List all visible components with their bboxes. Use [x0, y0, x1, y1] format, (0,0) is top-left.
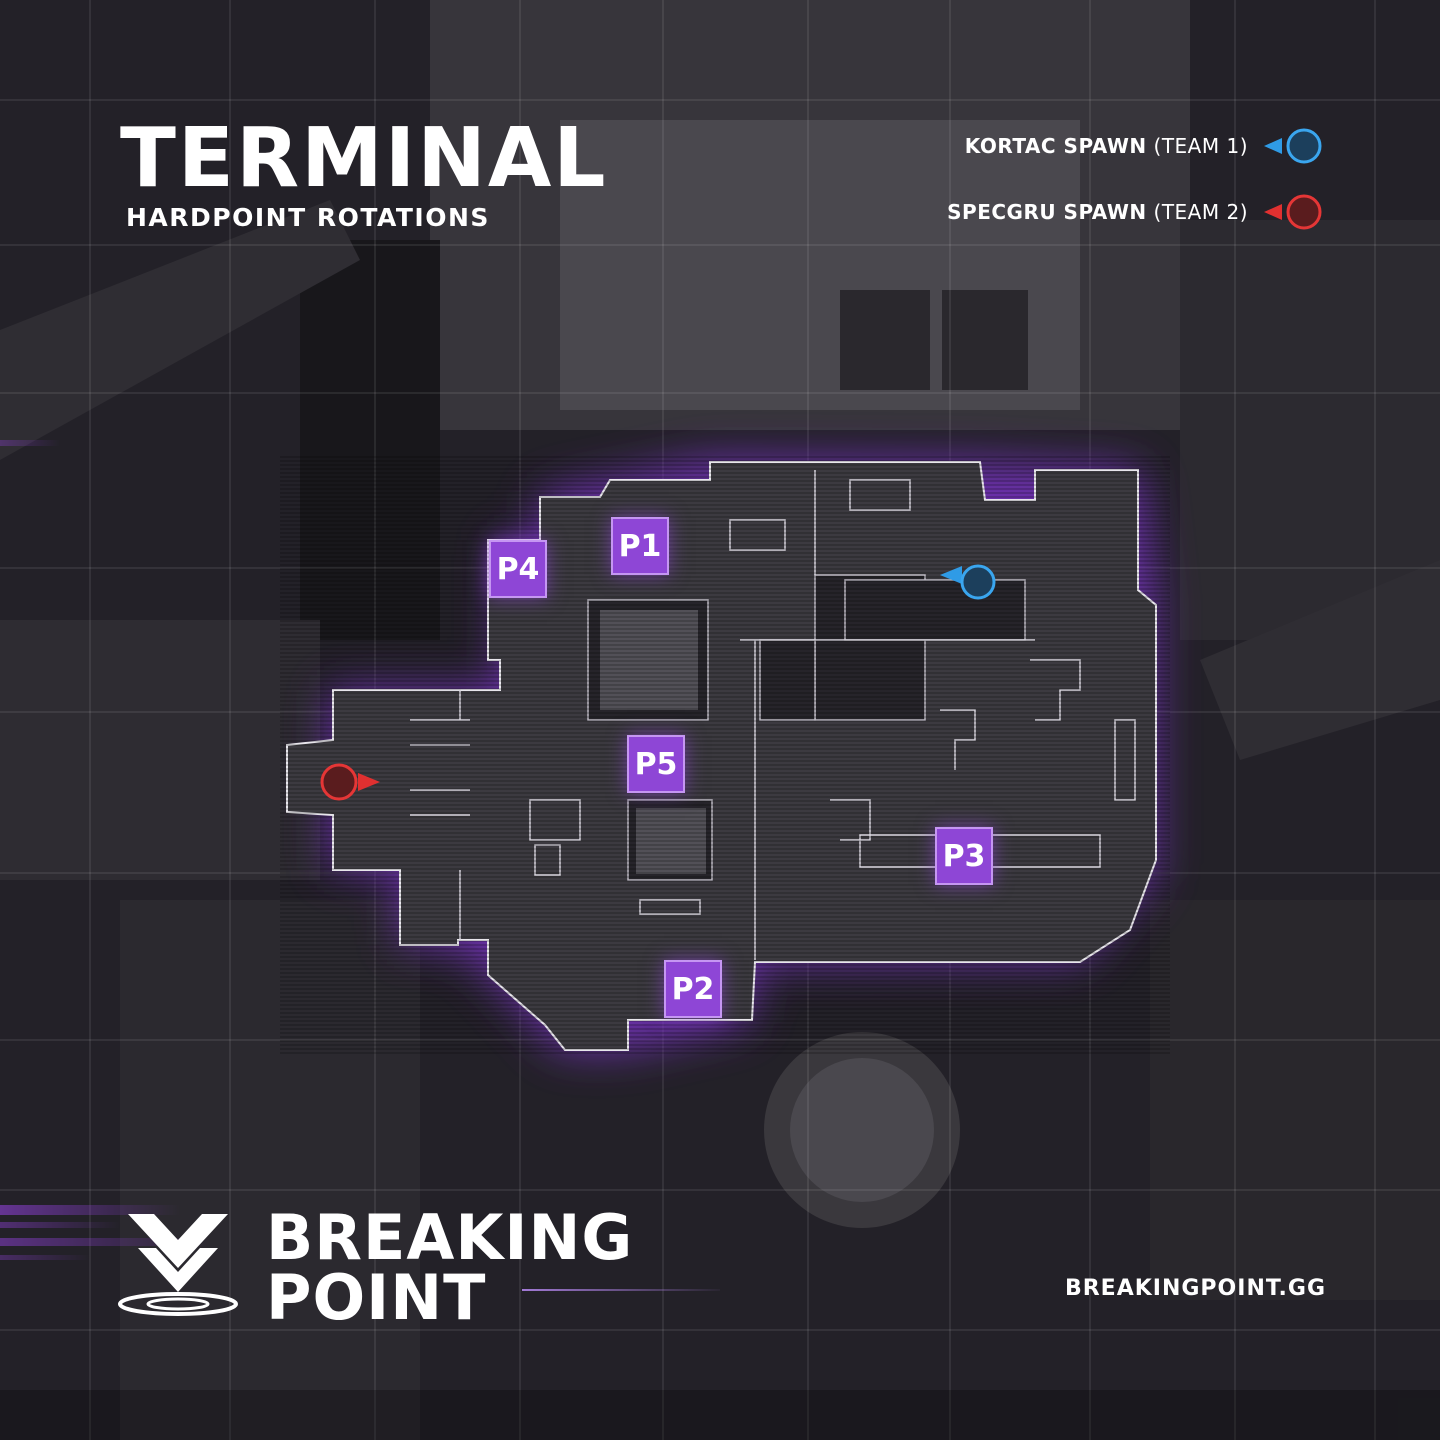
- hardpoint-p1-label: P1: [611, 517, 669, 575]
- hardpoint-p2-label: P2: [664, 960, 722, 1018]
- specgru-spawn-marker-icon: [320, 763, 380, 801]
- brand-wordmark: BREAKING POINT: [266, 1201, 634, 1334]
- brand-line1: BREAKING: [266, 1201, 634, 1274]
- hardpoint-p5-label: P5: [627, 735, 685, 793]
- red-spawn-marker-icon: [1264, 194, 1322, 230]
- legend-specgru-team: (TEAM 2): [1153, 200, 1248, 224]
- kortac-spawn-marker-icon: [940, 564, 996, 600]
- map-subtitle: HARDPOINT ROTATIONS: [126, 203, 490, 232]
- legend-specgru: SPECGRU SPAWN (TEAM 2): [947, 192, 1326, 232]
- legend-kortac-team: (TEAM 1): [1153, 134, 1248, 158]
- blue-spawn-marker-icon: [1264, 128, 1322, 164]
- website-link[interactable]: BREAKINGPOINT.GG: [1064, 1276, 1326, 1301]
- breaking-point-logo-icon: [118, 1214, 238, 1316]
- map-title: TERMINAL: [120, 111, 608, 206]
- brand-line2: POINT: [266, 1261, 487, 1334]
- legend-kortac: KORTAC SPAWN (TEAM 1): [965, 126, 1326, 166]
- legend-kortac-label: KORTAC SPAWN: [964, 134, 1147, 158]
- hardpoint-p3-label: P3: [935, 827, 993, 885]
- legend-specgru-label: SPECGRU SPAWN: [947, 200, 1147, 224]
- hardpoint-p4-label: P4: [489, 540, 547, 598]
- brand-divider: [522, 1289, 720, 1291]
